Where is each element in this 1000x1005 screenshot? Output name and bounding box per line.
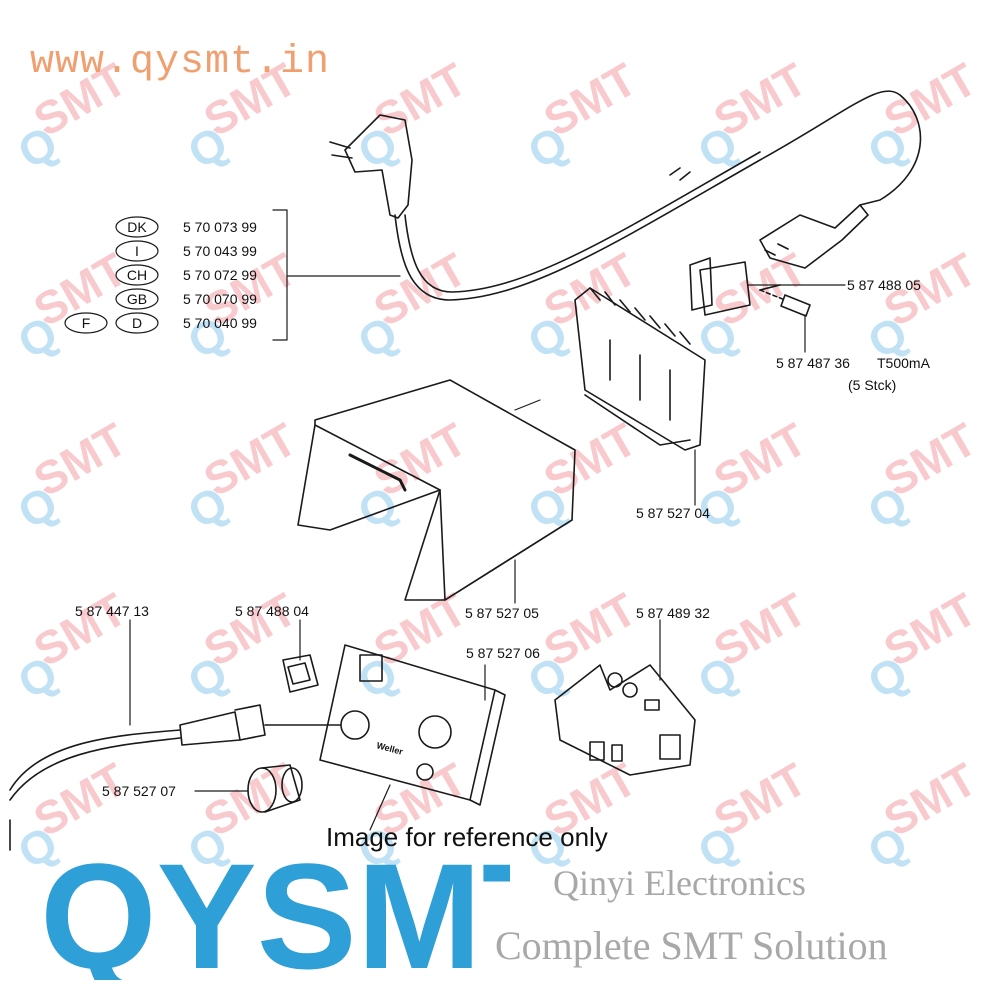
country-badge-i (115, 240, 159, 262)
brand-tagline-company: Qinyi Electronics (553, 863, 806, 903)
part-label-fuse-qty: (5 Stck) (848, 377, 896, 393)
country-badge-d (115, 312, 159, 334)
part-number-ch: 5 70 072 99 (183, 267, 257, 283)
country-badge-dk (115, 216, 159, 238)
part-label-iron-cable: 5 87 447 13 (75, 603, 149, 619)
panel-brand-text: Weller (375, 740, 404, 757)
country-i: I (135, 243, 139, 259)
part-label-fuse: 5 87 487 36 (776, 355, 850, 371)
reference-note: Image for reference only (326, 822, 608, 852)
switch-part (282, 654, 319, 693)
part-number-dk: 5 70 073 99 (183, 219, 257, 235)
country-badge-ch (115, 264, 159, 286)
leader-lines (129, 209, 846, 831)
knob-part (247, 764, 303, 813)
fuse-part (759, 289, 811, 317)
country-gb: GB (127, 291, 147, 307)
brand-logo: QYSMT (40, 832, 573, 1000)
country-ch: CH (127, 267, 147, 283)
brand-logo-graphic: QYSMT (40, 832, 573, 1000)
part-label-switch: 5 87 488 04 (235, 603, 309, 619)
country-dk: DK (127, 219, 147, 235)
country-badge-f (64, 312, 108, 334)
cover-part (297, 379, 576, 601)
part-label-heatsink: 5 87 527 04 (636, 505, 710, 521)
country-d: D (132, 315, 142, 331)
iec-plug (759, 204, 869, 269)
part-label-knob: 5 87 527 07 (102, 783, 176, 799)
part-label-cover: 5 87 527 05 (465, 605, 539, 621)
watermark-url: www.qysmt.in (30, 40, 331, 85)
country-badge-gb (115, 288, 159, 310)
brand-tagline-solution: Complete SMT Solution (495, 923, 888, 968)
part-label-front-panel: 5 87 527 06 (466, 645, 540, 661)
control-board-part (554, 664, 696, 776)
heatsink-part (574, 287, 706, 451)
iron-cable-part (9, 704, 341, 851)
country-f: F (82, 315, 91, 331)
country-badges (64, 216, 159, 334)
brand-logo-text: QYSMT (40, 840, 510, 980)
front-panel-part (319, 644, 506, 806)
watermark-tiles (9, 52, 986, 879)
part-number-i: 5 70 043 99 (183, 243, 257, 259)
socket-part (689, 257, 781, 316)
part-label-board: 5 87 489 32 (636, 605, 710, 621)
part-label-fuse-rating: T500mA (877, 355, 931, 371)
part-number-fd: 5 70 040 99 (183, 315, 257, 331)
part-label-socket: 5 87 488 05 (847, 277, 921, 293)
mains-cord (329, 90, 922, 301)
part-number-gb: 5 70 070 99 (183, 291, 257, 307)
